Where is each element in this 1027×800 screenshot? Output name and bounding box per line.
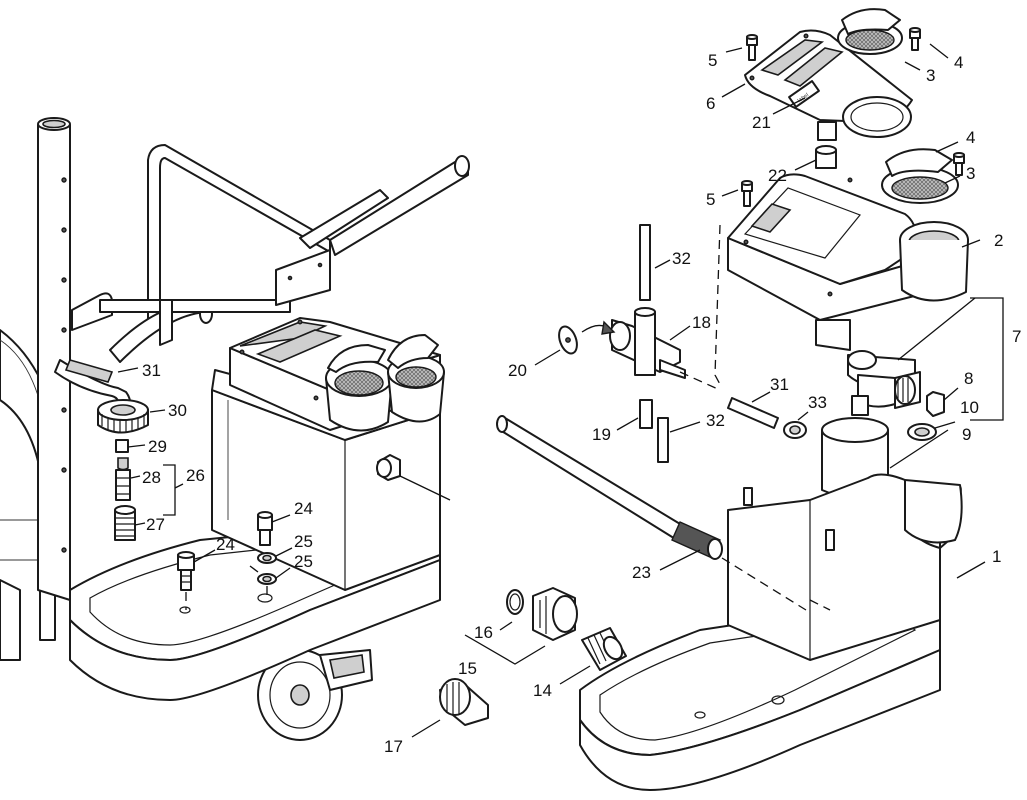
callout-24-upper: 24 <box>294 499 313 518</box>
fittings-14-17 <box>439 587 627 726</box>
callout-33: 33 <box>808 393 827 412</box>
callout-18: 18 <box>692 313 711 332</box>
callout-5-mid: 5 <box>706 190 715 209</box>
valve-part-18 <box>609 307 686 379</box>
callout-2: 2 <box>994 231 1003 250</box>
part-33 <box>783 421 807 439</box>
callout-7: 7 <box>1012 327 1021 346</box>
callout-29: 29 <box>148 437 167 456</box>
part-8 <box>926 391 945 417</box>
pipe-32-top <box>639 224 651 301</box>
housing-top-part-2 <box>727 173 969 351</box>
leaders-right <box>411 43 1004 738</box>
callout-5-top: 5 <box>708 51 717 70</box>
vacuum-body-background <box>0 117 470 741</box>
pipe-31 <box>727 397 779 429</box>
callout-25-lower: 25 <box>294 552 313 571</box>
callout-25-upper: 25 <box>294 532 313 551</box>
callout-17: 17 <box>384 737 403 756</box>
leaders-left <box>117 367 451 579</box>
callout-4-top: 4 <box>954 53 963 72</box>
callout-9: 9 <box>962 425 971 444</box>
screws-5 <box>741 34 758 207</box>
callout-24-lower: 24 <box>216 535 235 554</box>
callout-3-top: 3 <box>926 66 935 85</box>
solenoid-valve-part-7 <box>847 350 921 416</box>
callout-8: 8 <box>964 369 973 388</box>
callout-31-right: 31 <box>770 375 789 394</box>
part-20-disk <box>558 320 616 355</box>
callout-21: 21 <box>752 113 771 132</box>
screws-4 <box>909 27 965 176</box>
callout-15: 15 <box>458 659 477 678</box>
callout-19: 19 <box>592 425 611 444</box>
part-10 <box>907 423 937 441</box>
filters-3 <box>837 8 959 204</box>
callout-1: 1 <box>992 547 1001 566</box>
callout-3-mid: 3 <box>966 164 975 183</box>
callout-26: 26 <box>186 466 205 485</box>
callout-32-top: 32 <box>672 249 691 268</box>
callout-4-mid: 4 <box>966 128 975 147</box>
cover-part-6: label <box>744 29 913 141</box>
pipe-32-bottom <box>657 417 669 463</box>
callout-27: 27 <box>146 515 165 534</box>
callout-30: 30 <box>168 401 187 420</box>
base-housing-part-1 <box>579 473 963 791</box>
callout-6: 6 <box>706 94 715 113</box>
callout-23: 23 <box>632 563 651 582</box>
assembly-lines <box>679 224 807 611</box>
callout-20: 20 <box>508 361 527 380</box>
hose-and-fittings-left <box>54 359 277 610</box>
exploded-view: label <box>411 8 1004 791</box>
part-19 <box>639 399 653 429</box>
callout-31-left: 31 <box>142 361 161 380</box>
callout-14: 14 <box>533 681 552 700</box>
callout-28: 28 <box>142 468 161 487</box>
callout-10: 10 <box>960 398 979 417</box>
callout-16: 16 <box>474 623 493 642</box>
callout-22: 22 <box>768 166 787 185</box>
wheel <box>257 649 373 741</box>
rod-part-23 <box>496 415 723 560</box>
assembled-unit-view <box>0 117 470 741</box>
callout-labels: 5 4 3 6 21 4 22 3 5 2 32 18 7 20 8 31 33… <box>142 51 1021 756</box>
callout-32-bottom: 32 <box>706 411 725 430</box>
